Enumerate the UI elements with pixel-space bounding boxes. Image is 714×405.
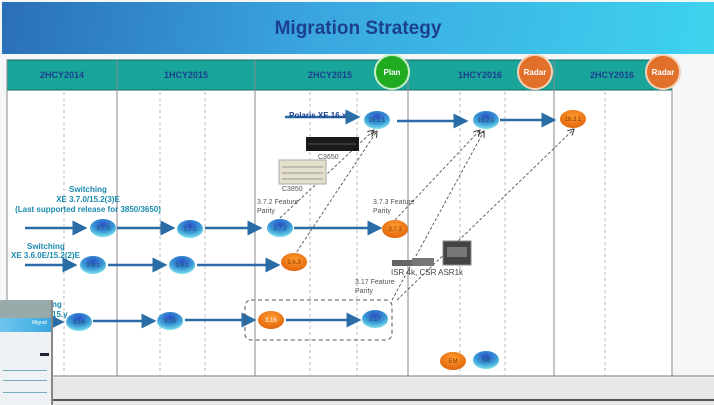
svg-text:Radar: Radar bbox=[524, 68, 547, 77]
node-3-6-2: 3.6.2 bbox=[169, 256, 195, 274]
c3650-switch-image bbox=[306, 137, 359, 151]
c3850-label: C3850 bbox=[282, 186, 303, 193]
fp372-line2: Parity bbox=[257, 208, 275, 215]
asr1k-router-image bbox=[442, 240, 472, 266]
node-3-16: 3.16 bbox=[258, 311, 284, 329]
node-16-3-1: 16.3.1 bbox=[560, 110, 586, 128]
video-thumbnail-overlay[interactable]: Migrati bbox=[0, 300, 53, 405]
svg-text:3.17: 3.17 bbox=[369, 317, 381, 323]
svg-text:16.1.1: 16.1.1 bbox=[369, 118, 386, 124]
svg-text:3.6.2: 3.6.2 bbox=[175, 263, 189, 269]
node-em: EM bbox=[440, 352, 466, 370]
node-16-1-1: 16.1.1 bbox=[364, 111, 390, 129]
node-3-6-1: 3.6.1 bbox=[80, 256, 106, 274]
switching-37-label: Switching bbox=[69, 185, 107, 194]
svg-text:EM: EM bbox=[449, 359, 458, 365]
svg-text:3.16: 3.16 bbox=[265, 318, 277, 324]
row4-version: 15.y bbox=[52, 310, 68, 319]
node-3-7-2: 3.7.2 bbox=[267, 219, 293, 237]
period-1hcy2015: 1HCY2015 bbox=[164, 70, 208, 80]
switching-36-label: Switching bbox=[27, 242, 65, 251]
fp373-line1: 3.7.3 Feature bbox=[373, 199, 415, 206]
row4-label: ng bbox=[52, 300, 62, 309]
node-3-15: 3.15 bbox=[157, 312, 183, 330]
switching-36-version: XE 3.6.0E/15.2(2)E bbox=[11, 251, 81, 260]
node-3-7-3: 3.7.3 bbox=[382, 220, 408, 238]
node-3-7-1: 3.7.1 bbox=[177, 220, 203, 238]
isr-router-image bbox=[392, 258, 434, 266]
isr-asr-label: ISR 4k, CSR ASR1k bbox=[391, 268, 464, 277]
period-2hcy2014: 2HCY2014 bbox=[40, 70, 84, 80]
svg-text:3.7.1: 3.7.1 bbox=[183, 227, 197, 233]
node-3-17: 3.17 bbox=[362, 310, 388, 328]
fp373-line2: Parity bbox=[373, 208, 391, 215]
badge-radar-1hcy2016: Radar bbox=[517, 54, 553, 90]
fp317-line2: Parity bbox=[355, 288, 373, 295]
polaris-label: Polaris XE 16.x bbox=[289, 111, 347, 120]
thumbnail-text: Migrati bbox=[32, 320, 48, 326]
title-banner: Migration Strategy bbox=[2, 2, 714, 54]
svg-text:3.14: 3.14 bbox=[73, 320, 85, 326]
svg-text:3.6.3: 3.6.3 bbox=[287, 260, 301, 266]
period-2hcy2015: 2HCY2015 bbox=[308, 70, 352, 80]
c3850-switch-image bbox=[278, 159, 327, 185]
svg-text:3.7.2: 3.7.2 bbox=[273, 226, 287, 232]
node-3-14: 3.14 bbox=[66, 313, 92, 331]
svg-text:3.15: 3.15 bbox=[164, 319, 176, 325]
svg-text:16.2.1: 16.2.1 bbox=[478, 118, 495, 124]
svg-text:16.3.1: 16.3.1 bbox=[565, 117, 582, 123]
fp372-line1: 3.7.2 Feature bbox=[257, 199, 299, 206]
c3650-label: C3650 bbox=[318, 154, 339, 161]
svg-text:3.7.0: 3.7.0 bbox=[96, 226, 110, 232]
node-sm: SM bbox=[473, 351, 499, 369]
svg-text:SM: SM bbox=[482, 358, 491, 364]
svg-text:3.6.1: 3.6.1 bbox=[86, 263, 100, 269]
switching-37-version: XE 3.7.0/15.2(3)E bbox=[56, 195, 120, 204]
svg-text:Plan: Plan bbox=[384, 68, 401, 77]
fp317-line1: 3.17 Feature bbox=[355, 279, 395, 286]
node-3-7-0: 3.7.0 bbox=[90, 219, 116, 237]
period-2hcy2016: 2HCY2016 bbox=[590, 70, 634, 80]
node-16-2-1: 16.2.1 bbox=[473, 111, 499, 129]
feature-parity-box bbox=[244, 299, 393, 341]
badge-radar-2hcy2016: Radar bbox=[645, 54, 681, 90]
node-3-6-3: 3.6.3 bbox=[281, 253, 307, 271]
switching-37-note: (Last supported release for 3850/3650) bbox=[15, 205, 161, 214]
period-1hcy2016: 1HCY2016 bbox=[458, 70, 502, 80]
badge-plan: Plan bbox=[374, 54, 410, 90]
svg-text:Radar: Radar bbox=[652, 68, 675, 77]
svg-text:3.7.3: 3.7.3 bbox=[388, 227, 402, 233]
slide-title: Migration Strategy bbox=[274, 18, 442, 39]
